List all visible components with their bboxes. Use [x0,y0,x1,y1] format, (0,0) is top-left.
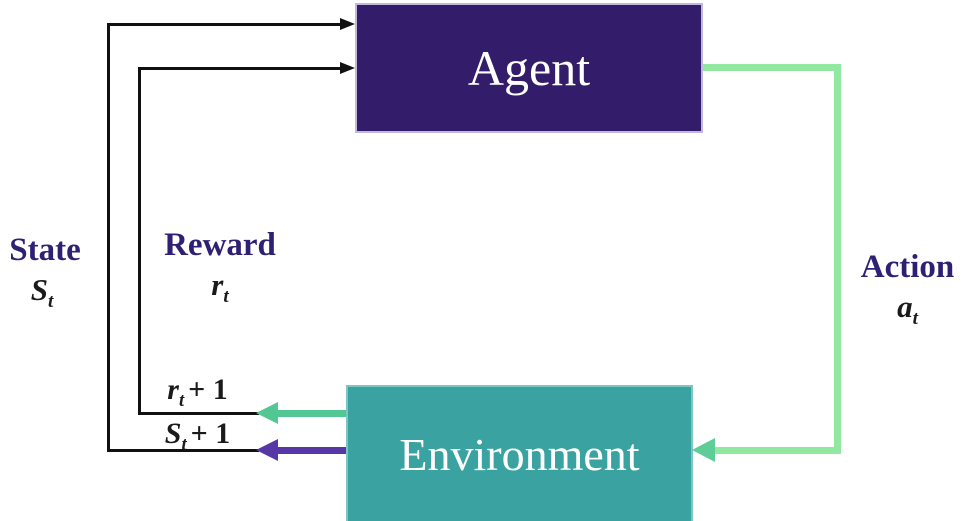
next-state-sub: t [181,434,187,455]
next-reward-label: rt+ 1 [145,373,250,410]
action-line-bottom [714,447,841,454]
next-reward-base: r [167,373,179,406]
environment-box: Environment [346,385,693,521]
reward-symbol-sub: t [223,286,229,308]
state-wire-top [107,23,342,26]
next-state-label: St+ 1 [140,417,255,454]
action-line-top [703,64,841,71]
action-symbol-base: a [897,289,913,324]
reward-wire-vertical [138,67,141,415]
state-symbol: St [0,272,84,311]
reward-wire-top [138,67,342,70]
state-label: State [0,233,90,268]
action-line-vertical [834,64,841,454]
environment-label: Environment [399,428,640,480]
reward-label-text: Reward [164,227,276,263]
next-reward-sub: t [178,390,185,411]
next-state-suffix: + 1 [190,417,231,450]
reward-label: Reward [150,228,290,263]
state-label-text: State [9,232,81,268]
action-label: Action [850,250,965,285]
state-wire-arrowhead-icon [340,18,355,30]
action-arrowhead-icon [692,438,715,462]
action-symbol: at [850,289,965,328]
next-state-arrowhead-icon [256,439,278,461]
state-symbol-sub: t [47,291,54,313]
reward-wire-arrowhead-icon [340,62,355,74]
action-symbol-sub: t [912,308,918,330]
state-symbol-base: S [30,272,48,307]
state-wire-vertical [107,23,110,452]
next-reward-arrow-shaft [277,410,346,417]
next-state-arrow-shaft [277,447,346,454]
next-state-base: S [164,417,182,450]
reward-symbol-base: r [211,267,224,302]
next-reward-suffix: + 1 [188,373,228,406]
state-wire-bottom [107,449,259,452]
agent-label: Agent [467,40,591,96]
next-reward-arrowhead-icon [256,402,278,424]
reward-symbol: rt [150,267,290,306]
reward-wire-bottom [138,412,259,415]
action-label-text: Action [860,249,955,285]
agent-box: Agent [355,3,703,133]
